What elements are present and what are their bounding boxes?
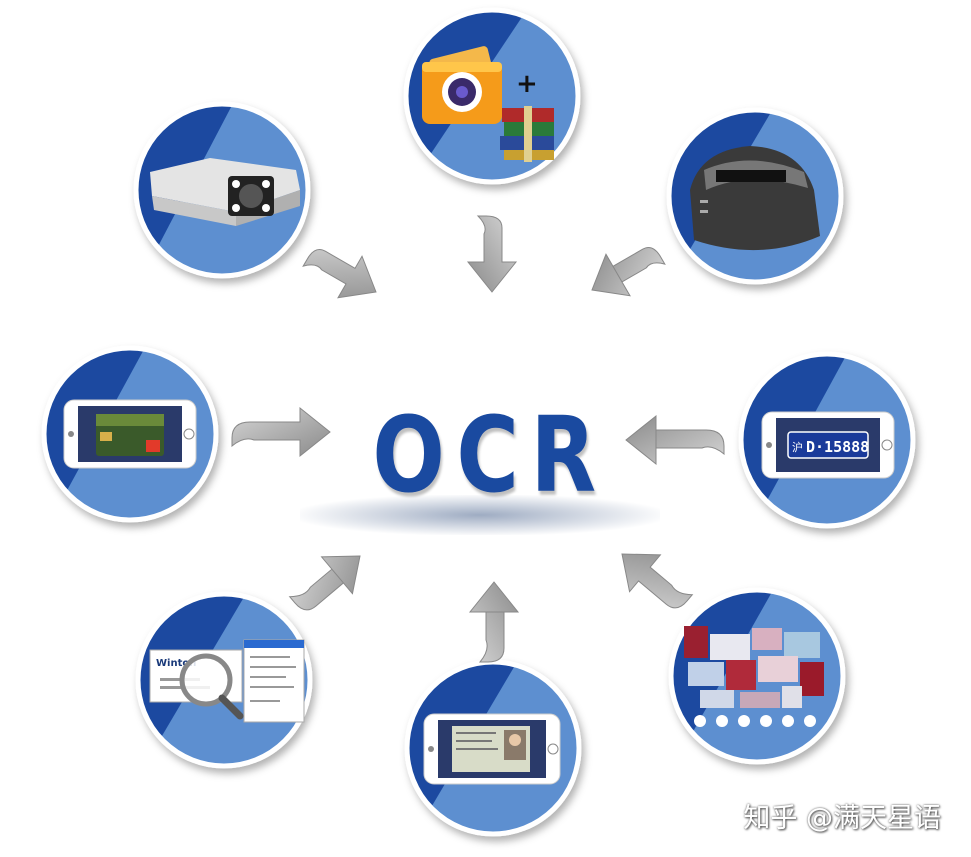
- card-brand: Winton: [156, 658, 196, 669]
- arrow-from-top-right: [591, 247, 666, 297]
- plate-prefix: 沪: [792, 440, 803, 454]
- phone-id-card-icon: [423, 713, 561, 785]
- plate-number: D·15888: [806, 438, 869, 456]
- archive-books-icon: [500, 106, 554, 162]
- ocr-title: OCR: [372, 394, 608, 516]
- magnifier-icon: [179, 653, 244, 720]
- arrow-from-left: [231, 406, 331, 458]
- phone-bank-card-icon: [63, 399, 197, 469]
- arrow-from-top: [466, 215, 518, 293]
- arrow-from-right: [625, 414, 725, 466]
- arrow-from-bottom: [468, 581, 520, 663]
- watermark: 知乎 @满天星语: [743, 803, 941, 834]
- documents-collage-icon: [684, 626, 824, 727]
- camera-icon: [422, 46, 502, 124]
- surveillance-camera-icon: [150, 158, 300, 226]
- title-shadow: [300, 495, 660, 535]
- arrow-from-bottom-right: [621, 553, 694, 609]
- phone-license-plate-icon: 沪 D·15888: [761, 411, 895, 479]
- document-scanner-icon: [690, 146, 820, 251]
- plus-sign: +: [516, 69, 538, 99]
- arrow-from-top-left: [302, 249, 377, 299]
- arrow-from-bottom-left: [288, 555, 361, 611]
